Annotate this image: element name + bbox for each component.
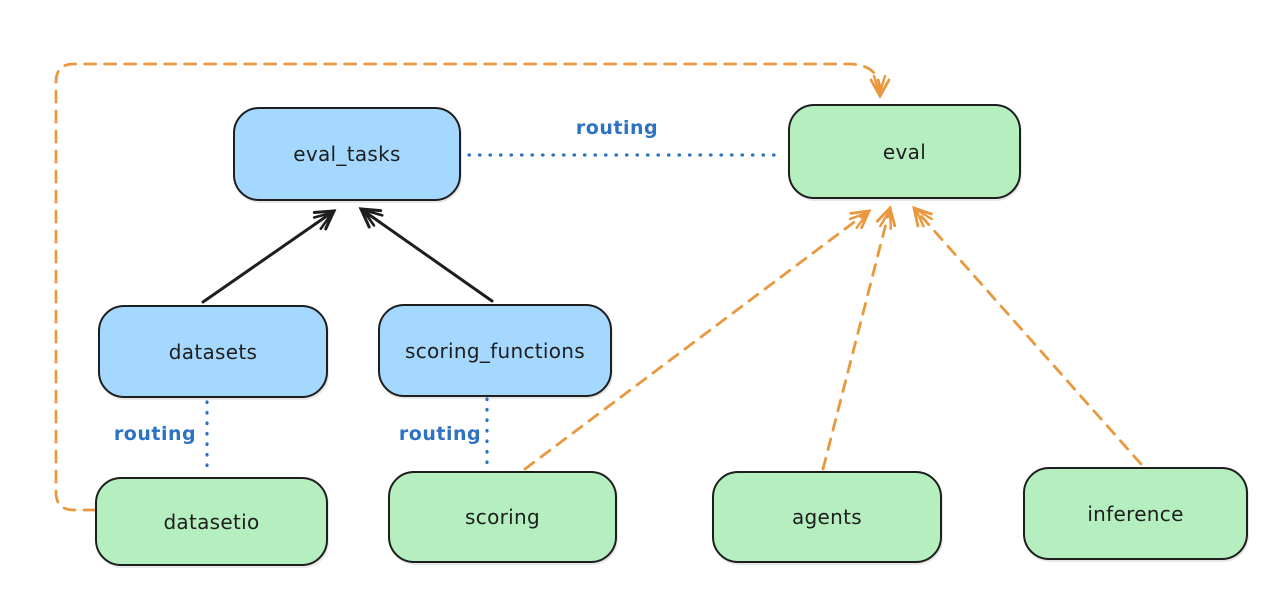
node-eval_tasks: eval_tasks bbox=[233, 107, 461, 201]
edge-datasetio-to-eval bbox=[54, 62, 891, 512]
node-datasetio: datasetio bbox=[95, 477, 328, 566]
node-eval-label: eval bbox=[882, 139, 927, 164]
edge-scoring-to-eval bbox=[523, 209, 872, 471]
node-eval_tasks-label: eval_tasks bbox=[293, 142, 401, 166]
edge-scoring_functions-to-eval_tasks bbox=[358, 207, 494, 303]
node-agents-label: agents bbox=[792, 505, 862, 529]
node-datasets: datasets bbox=[98, 305, 328, 398]
edge-datasets-to-eval_tasks bbox=[201, 209, 337, 304]
edge-label-routing-datasets: routing bbox=[113, 423, 197, 445]
node-datasetio-label: datasetio bbox=[163, 509, 260, 534]
node-inference: inference bbox=[1023, 467, 1248, 560]
edge-label-routing-top: routing bbox=[575, 117, 659, 139]
node-scoring_functions: scoring_functions bbox=[378, 304, 612, 397]
node-inference-label: inference bbox=[1087, 501, 1184, 526]
edge-inference-to-eval bbox=[912, 205, 1143, 466]
node-scoring_functions-label: scoring_functions bbox=[404, 338, 586, 363]
node-scoring: scoring bbox=[388, 471, 617, 563]
edge-agents-to-eval bbox=[821, 205, 897, 471]
node-eval: eval bbox=[788, 104, 1021, 199]
node-scoring-label: scoring bbox=[465, 505, 540, 529]
edge-label-routing-scoring: routing bbox=[398, 423, 482, 445]
node-agents: agents bbox=[712, 471, 942, 563]
node-datasets-label: datasets bbox=[168, 339, 258, 364]
